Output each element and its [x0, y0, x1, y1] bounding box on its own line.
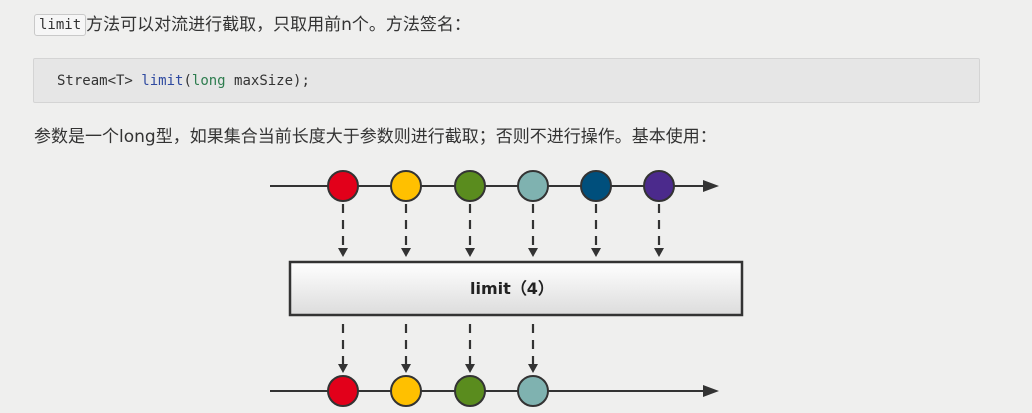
output-marbles	[327, 375, 549, 407]
output-arrow-3	[465, 324, 475, 373]
input-marbles	[327, 170, 675, 202]
output-marble-4	[517, 375, 549, 407]
input-marble-2	[390, 170, 422, 202]
input-marble-4	[517, 170, 549, 202]
operator-label: limit（4）	[470, 279, 554, 298]
input-timeline-arrowhead	[703, 180, 719, 192]
input-marble-6	[643, 170, 675, 202]
input-marble-3	[454, 170, 486, 202]
operator-box	[288, 260, 744, 317]
code-param-type: long	[191, 73, 226, 89]
input-marble-5	[580, 170, 612, 202]
output-arrow-2	[401, 324, 411, 373]
input-marble-1	[327, 170, 359, 202]
code-open-paren: (	[183, 73, 192, 89]
input-arrow-3	[465, 204, 475, 257]
code-rest: maxSize);	[225, 73, 310, 89]
input-arrow-5	[591, 204, 601, 257]
output-marble-1	[327, 375, 359, 407]
input-arrow-4	[528, 204, 538, 257]
output-arrow-4	[528, 324, 538, 373]
output-marble-2	[390, 375, 422, 407]
output-marble-3	[454, 375, 486, 407]
output-timeline-arrowhead	[703, 385, 719, 397]
output-arrows	[338, 324, 538, 373]
input-arrow-2	[401, 204, 411, 257]
code-block-signature: Stream<T> limit(long maxSize);	[33, 58, 980, 103]
code-method: limit	[141, 73, 184, 89]
description-paragraph: 参数是一个long型，如果集合当前长度大于参数则进行截取；否则不进行操作。基本使…	[34, 127, 717, 147]
inline-code-limit: limit	[34, 14, 87, 36]
output-arrow-1	[338, 324, 348, 373]
input-arrow-6	[654, 204, 664, 257]
input-arrows	[338, 204, 664, 257]
code-type: Stream<T>	[57, 73, 142, 89]
input-arrow-1	[338, 204, 348, 257]
intro-text: 方法可以对流进行截取，只取用前n个。方法签名：	[86, 15, 471, 35]
